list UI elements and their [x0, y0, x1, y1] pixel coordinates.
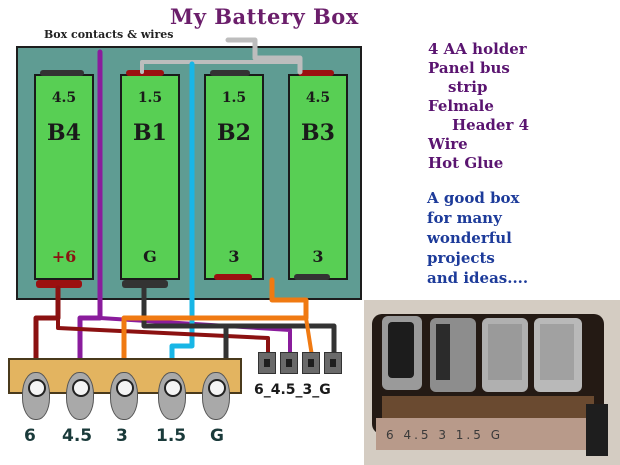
black-wire — [141, 285, 337, 359]
blurb-line: and ideas.... — [427, 269, 529, 287]
header-pin — [302, 352, 320, 374]
parts-list-item: Panel bus — [428, 59, 510, 77]
orange-wire-header — [304, 316, 314, 358]
cell-name: B3 — [301, 120, 335, 146]
cell-voltage: 4.5 — [51, 90, 77, 106]
terminal-label: 6 — [24, 426, 36, 446]
screw-hole — [164, 379, 182, 397]
darkred-wire-header — [56, 316, 270, 358]
cell-bottom-label: G — [143, 247, 157, 266]
cell-name: B2 — [217, 120, 251, 146]
female-header — [256, 352, 346, 376]
top-contact-b1 — [126, 70, 164, 76]
photo-strip-label: 6 4.5 3 1.5 G — [386, 428, 503, 442]
bottom-contact-b4 — [36, 280, 82, 288]
blurb-line: for many — [427, 209, 502, 227]
gray-wire — [225, 37, 303, 75]
terminal-label: 4.5 — [62, 426, 93, 446]
cell-name: B4 — [47, 120, 81, 146]
photo-illustration — [364, 300, 620, 465]
cell-voltage: 4.5 — [305, 90, 331, 106]
header-pin — [280, 352, 298, 374]
terminal-6 — [22, 372, 50, 420]
terminal-label: 3 — [116, 426, 128, 446]
terminal-label: G — [210, 426, 224, 446]
blurb-line: wonderful — [427, 229, 512, 247]
purple-wire — [77, 49, 103, 373]
parts-list-item: strip — [448, 78, 488, 96]
terminal-g — [202, 372, 230, 420]
diagram-title: My Battery Box — [170, 4, 359, 29]
top-contact-b4 — [40, 70, 84, 76]
gray-wire-link — [140, 60, 302, 74]
terminal-1-5 — [158, 372, 186, 420]
screw-hole — [116, 379, 134, 397]
cell-bottom-label: 3 — [228, 247, 240, 266]
parts-list-item: Hot Glue — [428, 154, 504, 172]
purple-wire-header — [98, 316, 292, 358]
parts-list-item: 4 AA holder — [428, 40, 527, 58]
cell-b2: 1.5 B2 3 — [204, 74, 264, 280]
cell-voltage: 1.5 — [221, 90, 247, 106]
header-pin — [258, 352, 276, 374]
parts-list-item: Wire — [428, 135, 468, 153]
screw-hole — [72, 379, 90, 397]
darkred-wire — [33, 285, 61, 375]
bottom-contact-b2 — [214, 274, 252, 280]
bottom-contact-b3 — [294, 274, 330, 280]
screw-hole — [28, 379, 46, 397]
cell-voltage: 1.5 — [137, 90, 163, 106]
cell-bottom-label: 3 — [312, 247, 324, 266]
top-contact-b2 — [210, 70, 250, 76]
battery-box-photo: 6 4.5 3 1.5 G — [364, 300, 620, 465]
header-label: 6_4.5_3_G — [254, 382, 331, 398]
terminal-label: 1.5 — [156, 426, 187, 446]
blurb-line: projects — [427, 249, 495, 267]
cell-b3: 4.5 B3 3 — [288, 74, 348, 280]
orange-wire — [121, 277, 309, 375]
parts-list-item: Felmale — [428, 97, 494, 115]
top-contact-b3 — [298, 70, 334, 76]
cell-name: B1 — [133, 120, 167, 146]
bottom-contact-b1 — [122, 280, 168, 288]
blurb: A good box for many wonderful projects a… — [427, 188, 528, 288]
parts-list-item: Header 4 — [452, 116, 530, 134]
parts-list: 4 AA holder Panel bus strip Felmale Head… — [428, 40, 529, 173]
screw-hole — [208, 379, 226, 397]
header-pin — [324, 352, 342, 374]
cell-b4: 4.5 B4 +6 — [34, 74, 94, 280]
box-contacts-label: Box contacts & wires — [44, 28, 174, 41]
terminal-4-5 — [66, 372, 94, 420]
cell-bottom-label: +6 — [51, 247, 77, 266]
blurb-line: A good box — [427, 189, 520, 207]
terminal-3 — [110, 372, 138, 420]
